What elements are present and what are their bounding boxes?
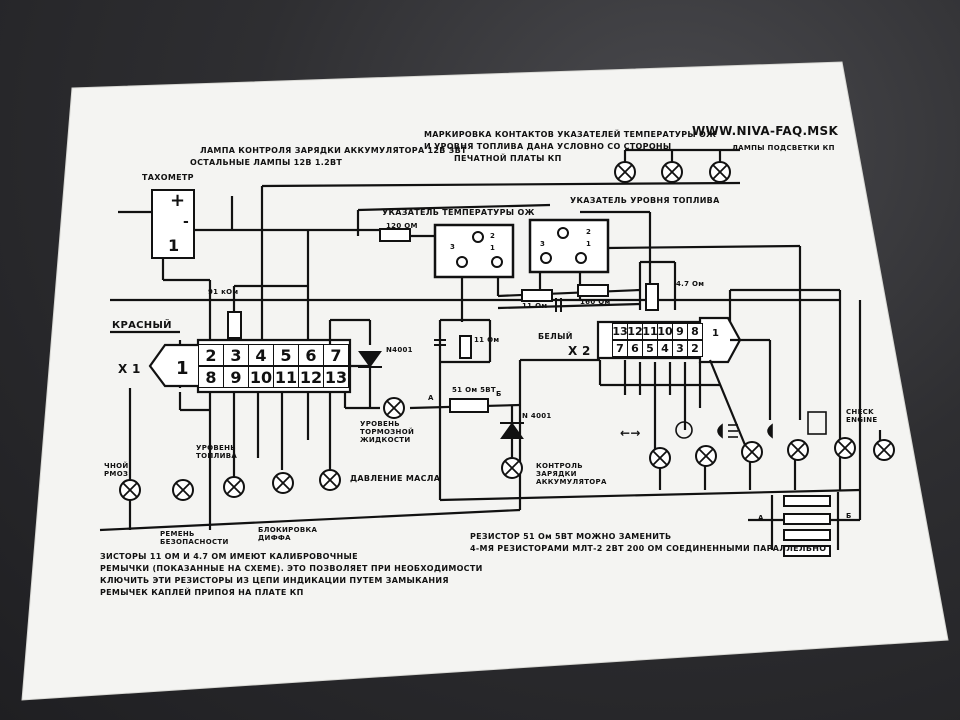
x2-bottom-pin: 6 xyxy=(627,340,643,357)
node-a2: А xyxy=(758,514,764,522)
lamp-label-charge: КОНТРОЛЬ ЗАРЯДКИ АККУМУЛЯТОРА xyxy=(536,462,607,486)
website-label: WWW.NIVA-FAQ.MSK xyxy=(692,124,839,138)
x2-top-pin: 13 xyxy=(612,323,628,340)
x1-top-pin: 4 xyxy=(248,344,274,366)
x1-top-pin: 5 xyxy=(273,344,299,366)
note-left-3: КЛЮЧИТЬ ЭТИ РЕЗИСТОРЫ ИЗ ЦЕПИ ИНДИКАЦИИ … xyxy=(100,576,449,585)
x2-top-pin: 9 xyxy=(672,323,688,340)
x2-bottom-pin: 4 xyxy=(657,340,673,357)
r11a-label: 11 Ом xyxy=(522,302,548,310)
r51-label: 51 Ом 5ВТ xyxy=(452,386,496,394)
x1-bottom-pin: 11 xyxy=(273,366,299,388)
lamp-label-fuel: УРОВЕНЬ ТОПЛИВА xyxy=(196,444,238,460)
diode1-label: N4001 xyxy=(386,346,413,354)
r11b-label: 11 Ом xyxy=(474,336,500,344)
lamp-label-belt: РЕМЕНЬ БЕЗОПАСНОСТИ xyxy=(160,530,229,546)
g1-pin3: 3 xyxy=(450,243,456,251)
x1-bottom-pin: 8 xyxy=(198,366,224,388)
x1-bottom-pin: 13 xyxy=(323,366,349,388)
x1-top-pin: 7 xyxy=(323,344,349,366)
g2-pin2: 2 xyxy=(586,228,592,236)
r120-label: 120 ОМ xyxy=(386,222,418,230)
r47-label: 4.7 Ом xyxy=(676,280,705,288)
diode2-label: N 4001 xyxy=(522,412,552,420)
red-wire-label: КРАСНЫЙ xyxy=(112,320,172,331)
x1-top-pin: 3 xyxy=(223,344,249,366)
note-right-2: 4-МЯ РЕЗИСТОРАМИ МЛТ-2 2ВТ 200 ОМ СОЕДИН… xyxy=(470,544,827,553)
x1-label: Х 1 xyxy=(118,362,141,376)
g1-pin2: 2 xyxy=(490,232,496,240)
diodes xyxy=(358,351,524,439)
lamp-note-2: ОСТАЛЬНЫЕ ЛАМПЫ 12В 1.2ВТ xyxy=(190,158,343,167)
tachometer-box xyxy=(151,189,195,259)
node-b: Б xyxy=(496,390,502,398)
lamp-label-check-engine: CHECK ENGINE xyxy=(846,408,878,424)
x2-top-pin: 10 xyxy=(657,323,673,340)
x2-pin1: 1 xyxy=(712,328,720,339)
marking-note-1: МАРКИРОВКА КОНТАКТОВ УКАЗАТЕЛЕЙ ТЕМПЕРАТ… xyxy=(424,130,717,139)
tacho-one: 1 xyxy=(168,236,180,255)
fuel-gauge-box xyxy=(528,218,610,274)
x2-label: Х 2 xyxy=(568,344,591,358)
tacho-minus: - xyxy=(183,214,190,230)
g2-pin1: 1 xyxy=(586,240,592,248)
note-left-4: РЕМЫЧЕК КАПЛЕЙ ПРИПОЯ НА ПЛАТЕ КП xyxy=(100,588,304,597)
lamp-label-brake: ЧНОЙ РМОЗ xyxy=(104,462,129,478)
note-right-1: РЕЗИСТОР 51 Ом 5ВТ МОЖНО ЗАМЕНИТЬ xyxy=(470,532,672,541)
x1-pin1: 1 xyxy=(176,358,189,379)
x1-top-pin: 6 xyxy=(298,344,324,366)
lamp-label-brake-fluid: УРОВЕНЬ ТОРМОЗНОЙ ЖИДКОСТИ xyxy=(360,420,415,444)
x1-bottom-pin: 10 xyxy=(248,366,274,388)
marking-note-3: ПЕЧАТНОЙ ПЛАТЫ КП xyxy=(454,154,562,163)
backlight-label: ЛАМПЫ ПОДСВЕТКИ КП xyxy=(732,144,835,152)
x2-top-pin: 12 xyxy=(627,323,643,340)
lamp-note-1: ЛАМПА КОНТРОЛЯ ЗАРЯДКИ АККУМУЛЯТОРА 12В … xyxy=(200,146,467,155)
x2-bottom-pin: 3 xyxy=(672,340,688,357)
lamp-label-oil: ДАВЛЕНИЕ МАСЛА xyxy=(350,474,441,483)
tacho-plus: + xyxy=(170,190,186,211)
tachometer-label: ТАХОМЕТР xyxy=(142,173,194,182)
x2-bottom-pin: 2 xyxy=(687,340,703,357)
x2-bottom-pin: 7 xyxy=(612,340,628,357)
r91k-label: 91 кОм xyxy=(208,288,239,296)
marking-note-2: И УРОВНЯ ТОПЛИВА ДАНА УСЛОВНО СО СТОРОНЫ xyxy=(424,142,672,151)
x2-bottom-pin: 5 xyxy=(642,340,658,357)
node-a: А xyxy=(428,394,434,402)
note-left-1: ЗИСТОРЫ 11 ОМ И 4.7 ОМ ИМЕЮТ КАЛИБРОВОЧН… xyxy=(100,552,358,561)
lamp-label-diff: БЛОКИРОВКА ДИФФА xyxy=(258,526,318,542)
x1-bottom-pin: 9 xyxy=(223,366,249,388)
resistors xyxy=(227,228,831,557)
g2-pin3: 3 xyxy=(540,240,546,248)
node-b2: Б xyxy=(846,512,852,520)
turn-signal-icon: ←→ xyxy=(620,426,641,440)
temp-gauge-label: УКАЗАТЕЛЬ ТЕМПЕРАТУРЫ ОЖ xyxy=(382,208,535,217)
g1-pin1: 1 xyxy=(490,244,496,252)
note-left-2: РЕМЫЧКИ (ПОКАЗАННЫЕ НА СХЕМЕ). ЭТО ПОЗВО… xyxy=(100,564,483,573)
paper-sheet xyxy=(22,62,948,700)
r160-label: 160 Ом xyxy=(580,298,611,306)
x1-top-pin: 2 xyxy=(198,344,224,366)
x2-top-pin: 11 xyxy=(642,323,658,340)
x2-top-pin: 8 xyxy=(687,323,703,340)
fuel-gauge-label: УКАЗАТЕЛЬ УРОВНЯ ТОПЛИВА xyxy=(570,196,720,205)
x1-bottom-pin: 12 xyxy=(298,366,324,388)
white-wire-label: БЕЛЫЙ xyxy=(538,332,573,341)
